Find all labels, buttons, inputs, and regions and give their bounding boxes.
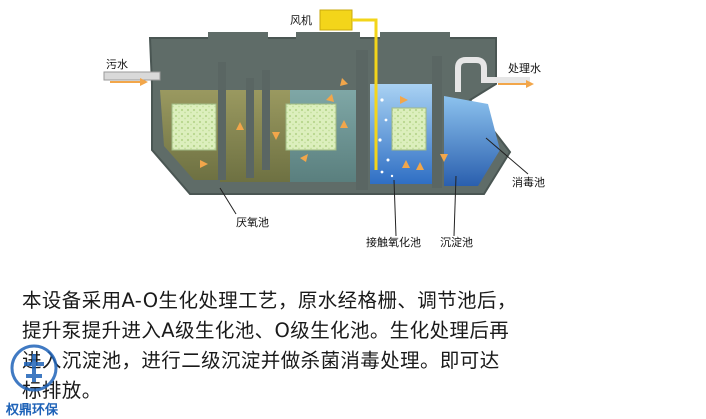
leader-lines	[219, 137, 529, 237]
outflow-arrow-head	[526, 80, 534, 88]
air-bubbles	[378, 98, 394, 178]
outflow-pipe	[455, 57, 530, 92]
flow-arrows	[200, 78, 448, 170]
media-pack-anoxic	[171, 103, 217, 151]
media-pack-contact	[391, 107, 427, 151]
caption-line-3: 进入沉淀池，进行二级沉淀并做杀菌消毒处理。即可达	[22, 349, 500, 372]
description-caption: 本设备采用A-O生化处理工艺，原水经格栅、调节池后， 提升泵提升进入A级生化池、…	[22, 286, 692, 406]
blower-label: 风机	[290, 13, 312, 27]
sedimentation-chamber	[444, 96, 500, 186]
caption-line-4: 标排放。	[22, 379, 102, 402]
inflow-arrow-head	[140, 78, 148, 86]
inner-walls	[218, 50, 442, 190]
caption-line-1: 本设备采用A-O生化处理工艺，原水经格栅、调节池后，	[22, 289, 517, 312]
logo-text: 权鼎环保	[5, 402, 59, 418]
media-pack-oxidation	[285, 103, 337, 151]
air-pipe	[352, 18, 378, 170]
ao-treatment-diagram: 风机 污水 处理水 厌氧池 接触氧化池 沉淀池 消毒池	[103, 9, 545, 249]
company-logo-watermark: 权鼎环保	[5, 344, 59, 418]
inflow-pipe	[103, 71, 161, 81]
sedimentation-label: 沉淀池	[440, 235, 473, 249]
contact-oxidation-label: 接触氧化池	[366, 235, 421, 249]
inflow-label: 污水	[106, 58, 128, 71]
disinfection-label: 消毒池	[512, 175, 545, 189]
blower-unit	[319, 9, 353, 31]
anoxic-chamber-mid	[220, 90, 290, 182]
anoxic-label: 厌氧池	[236, 215, 269, 229]
outflow-label: 处理水	[508, 62, 541, 75]
caption-line-2: 提升泵提升进入A级生化池、O级生化池。生化处理后再	[22, 319, 510, 342]
